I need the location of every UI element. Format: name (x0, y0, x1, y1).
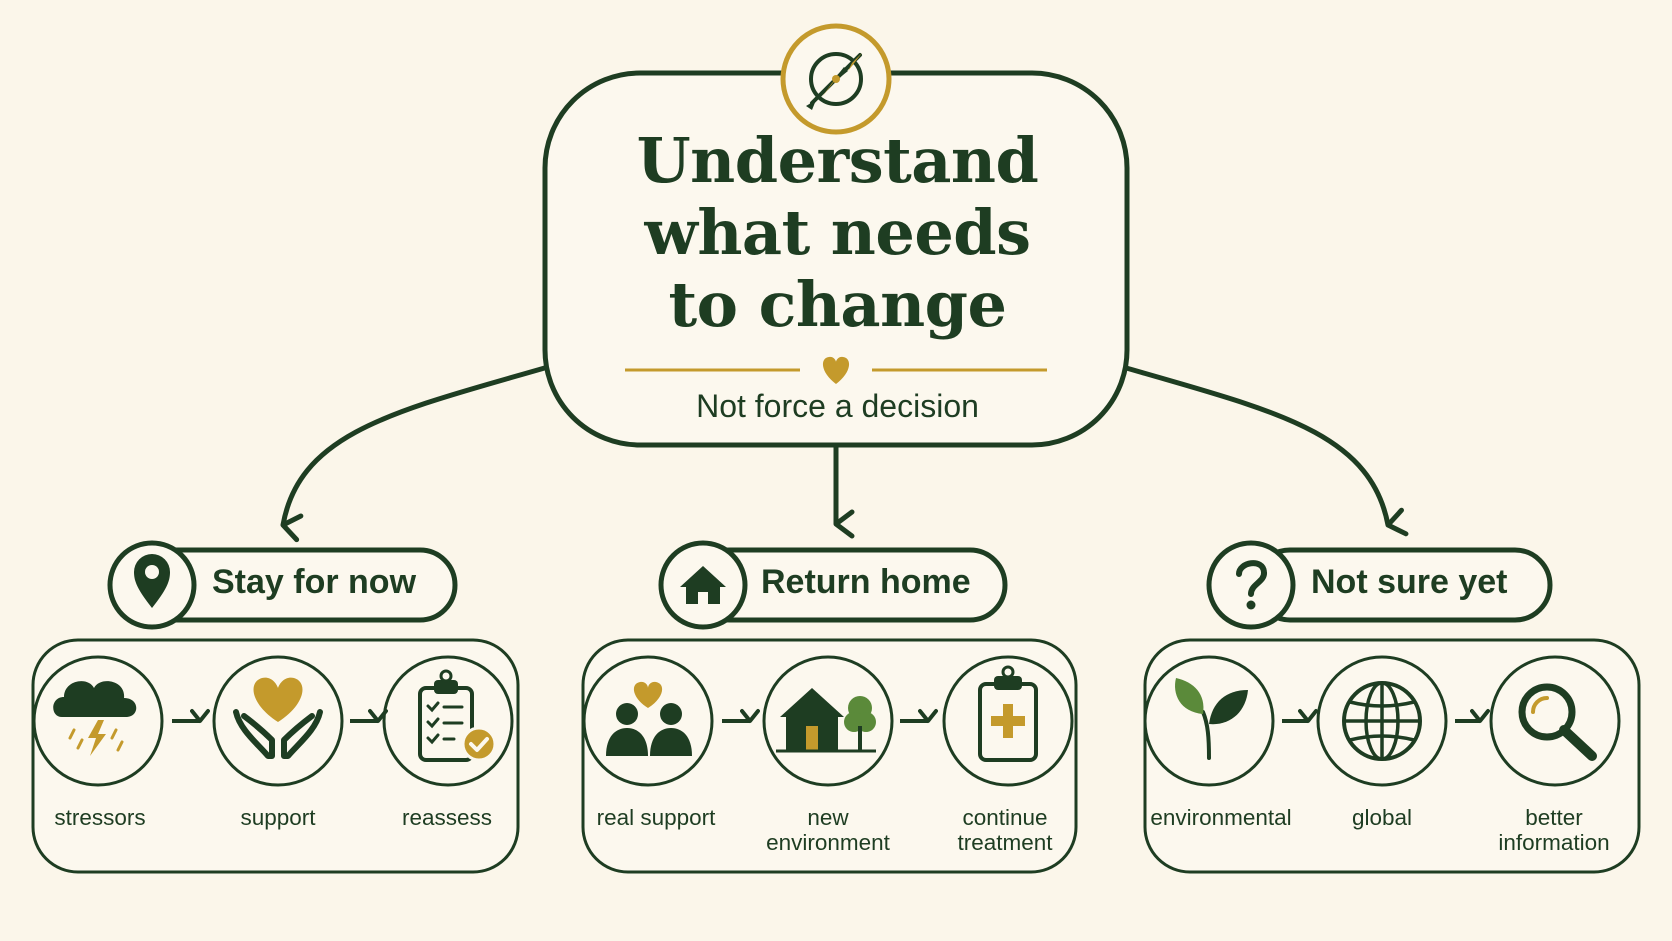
page-title: Understand what needs to change (636, 124, 1039, 341)
branch-label-not-sure: Not sure yet (1311, 563, 1508, 601)
storm-cloud-icon (53, 681, 137, 756)
house-tree-icon (776, 688, 876, 753)
location-pin-icon (134, 554, 170, 608)
globe-icon (1342, 681, 1422, 761)
branch-stay-for-now (31, 540, 520, 874)
step-label-support: support (240, 805, 316, 830)
medical-clipboard-icon (978, 665, 1038, 762)
step-label-stressors: stressors (54, 805, 146, 830)
step-label-better-information: better information (1498, 805, 1610, 855)
root-connectors (280, 362, 1409, 543)
branch-label-stay: Stay for now (212, 563, 417, 601)
step-label-environmental: environmental (1150, 805, 1292, 830)
branch-not-sure-yet (1143, 540, 1641, 874)
step-label-real-support: real support (596, 805, 716, 830)
branch-return-home (581, 540, 1078, 874)
root-subtitle: Not force a decision (696, 388, 979, 424)
step-label-new-environment: new environment (766, 805, 890, 855)
house-icon (680, 566, 726, 604)
checklist-icon (418, 669, 497, 762)
leaf-sprout-icon (1175, 678, 1248, 760)
magnifier-icon (1518, 683, 1597, 761)
heart-in-hands-icon (233, 677, 323, 759)
compass-icon (780, 23, 892, 135)
step-label-continue-treatment: continue treatment (957, 805, 1053, 855)
heart-icon (822, 356, 850, 384)
step-label-reassess: reassess (401, 805, 493, 830)
branch-label-return: Return home (761, 563, 971, 601)
step-label-global: global (1351, 805, 1413, 830)
people-heart-icon (606, 681, 692, 756)
question-mark-icon (1236, 560, 1267, 610)
